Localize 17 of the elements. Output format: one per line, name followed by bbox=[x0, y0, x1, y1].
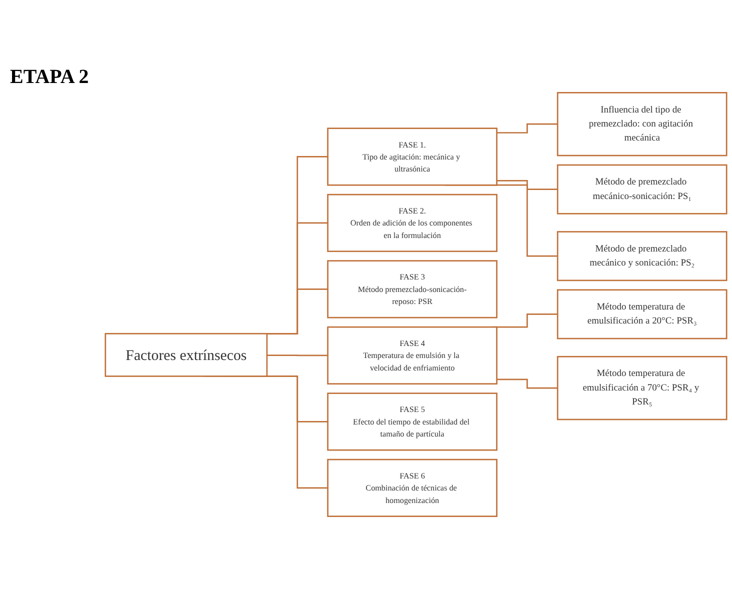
node-box: FASE 6 Combinación de técnicas de homogenización bbox=[327, 458, 498, 517]
node-box: Método temperatura de emulsificación a 70°C: PSR₄ y PSR₅ bbox=[556, 356, 728, 420]
connector bbox=[496, 378, 558, 389]
connector bbox=[496, 180, 558, 190]
node-box: FASE 2. Orden de adición de los componentes en la formulación bbox=[327, 194, 498, 252]
node-box: Método temperatura de emulsificación a 20°C: PSR₃ bbox=[556, 289, 728, 340]
connector bbox=[266, 354, 328, 356]
node-box: Factores extrínsecos bbox=[104, 332, 268, 377]
node-box: Influencia del tipo de premezclado: con agitación mecánica bbox=[556, 92, 728, 156]
node-box: FASE 4 Temperatura de emulsión y la velocidad de enfriamiento bbox=[327, 326, 498, 385]
stage-title: ETAPA 2 bbox=[10, 66, 89, 89]
node-box: FASE 1. Tipo de agitación: mecánica y ultrasónica bbox=[327, 128, 498, 186]
node-box: FASE 5 Efecto del tiempo de estabilidad del tamaño de partícula bbox=[327, 392, 498, 451]
node-box: FASE 3 Método premezclado-sonicación-reposo: PSR bbox=[327, 260, 498, 318]
connector bbox=[496, 123, 558, 134]
node-box: Método de premezclado mecánico y sonicación: PS₂ bbox=[556, 231, 728, 282]
node-box: Método de premezclado mecánico-sonicación: PS₁ bbox=[556, 164, 728, 214]
